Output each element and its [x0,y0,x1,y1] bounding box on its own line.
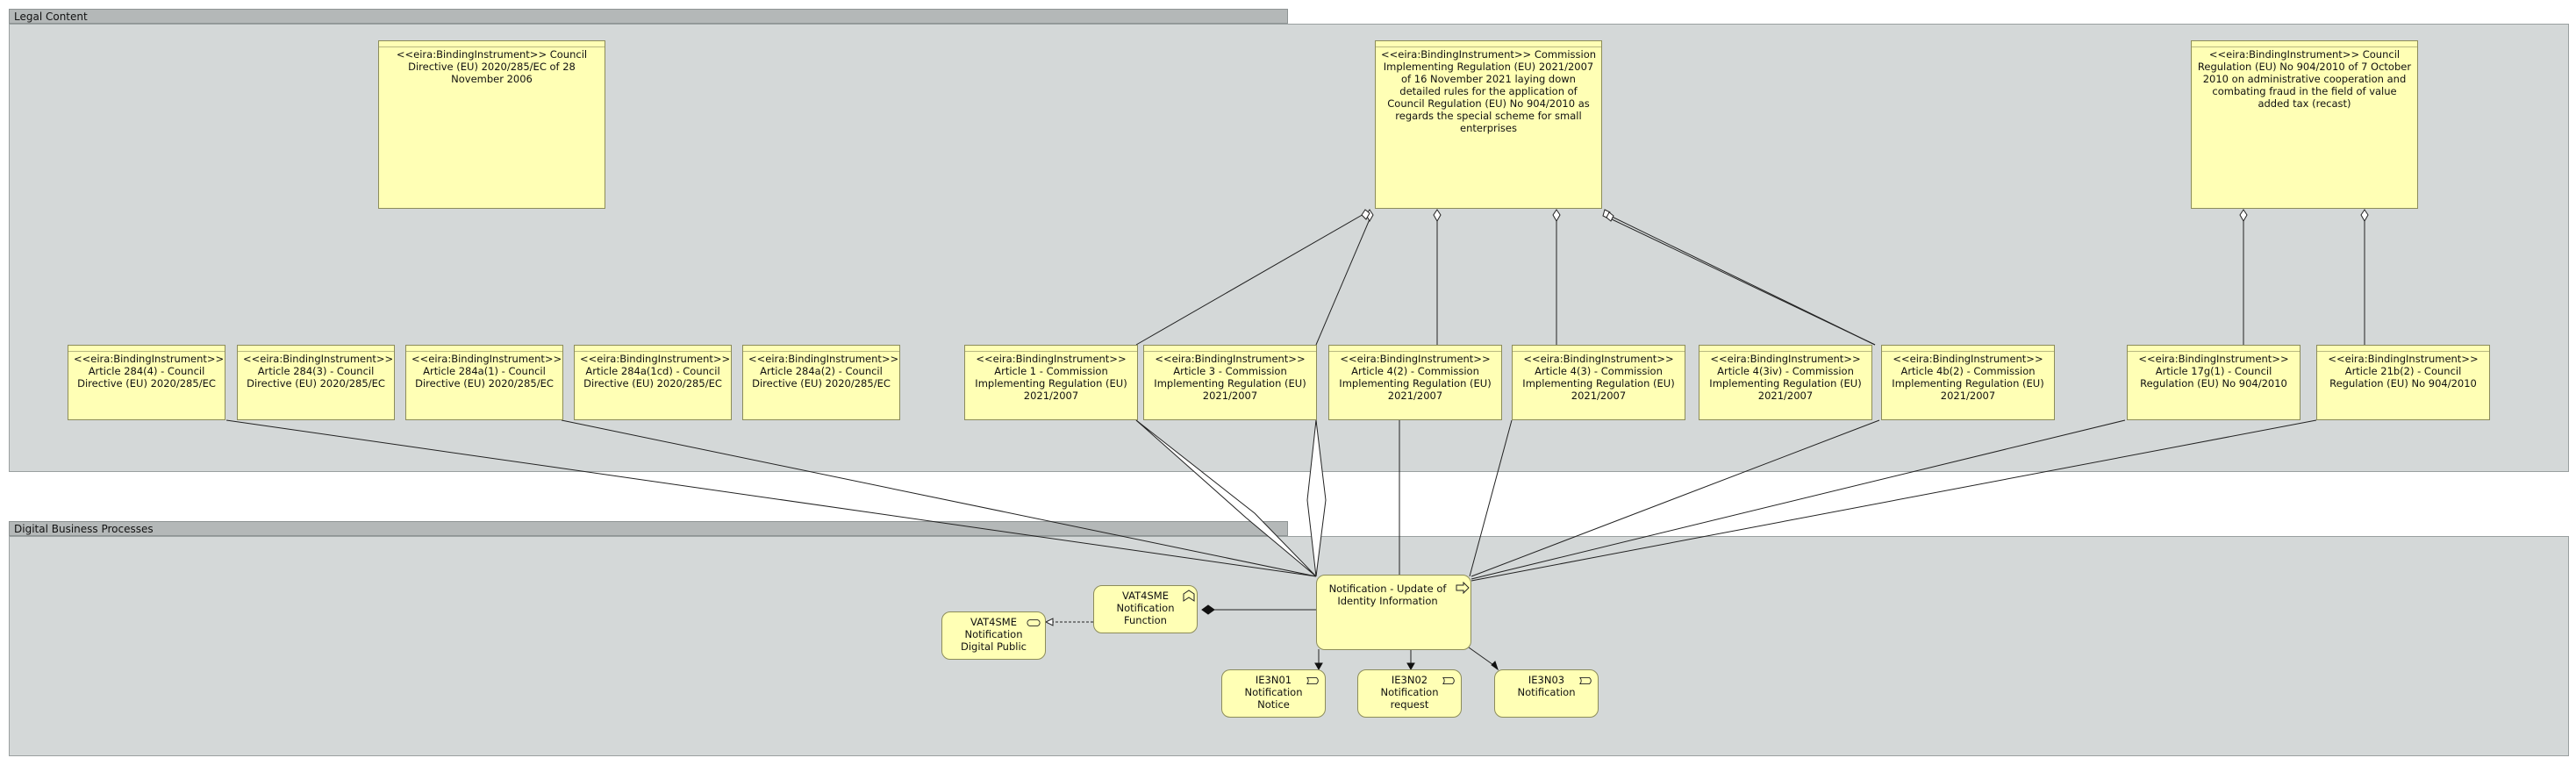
process-to-ie3n03-line [1468,647,1497,668]
art4b2-to-process-line [1470,419,1880,577]
function-line1: VAT4SME [1122,590,1169,602]
event-node-ie3n01[interactable]: IE3N01 Notification Notice [1221,669,1326,718]
article-node[interactable]: <<eira:BindingInstrument>> Article 284(4… [68,345,225,420]
event-icon [1442,677,1455,684]
diamond-cr-1 [2239,209,2248,223]
event-line1: IE3N02 [1391,674,1428,686]
article-text: <<eira:BindingInstrument>> Article 284(4… [74,353,225,390]
article-node[interactable]: <<eira:BindingInstrument>> Article 284(3… [237,345,395,420]
article-node[interactable]: <<eira:BindingInstrument>> Article 4(2) … [1328,345,1502,420]
council-directive-node[interactable]: <<eira:BindingInstrument>> Council Direc… [378,40,605,209]
event-line1: IE3N01 [1255,674,1292,686]
article-text: <<eira:BindingInstrument>> Article 4(3) … [1522,353,1675,402]
agg-art1-line [1135,212,1366,346]
article-text: <<eira:BindingInstrument>> Article 284a(… [580,353,731,390]
diamond-cir-2 [1361,209,1370,220]
digital-business-processes-label: Digital Business Processes [14,523,154,535]
digital-business-processes-tab[interactable]: Digital Business Processes [9,521,1288,536]
arrowhead-ie3n02 [1406,662,1415,671]
article-text: <<eira:BindingInstrument>> Article 3 - C… [1154,353,1306,402]
diamond-art1-process [1135,419,1317,577]
article-node[interactable]: <<eira:BindingInstrument>> Article 1 - C… [964,345,1138,420]
arrowhead-ie3n03 [1491,661,1499,671]
function-line3: Function [1124,614,1167,626]
diamond-cr-2 [2360,209,2369,223]
diamond-cir-6 [1606,211,1614,222]
article-node[interactable]: <<eira:BindingInstrument>> Article 4(3) … [1512,345,1685,420]
article-node[interactable]: <<eira:BindingInstrument>> Article 17g(1… [2127,345,2301,420]
article-text: <<eira:BindingInstrument>> Article 1 - C… [975,353,1127,402]
art17g-to-process-line [1470,419,2126,580]
article-text: <<eira:BindingInstrument>> Article 284(3… [243,353,394,390]
council-reg-text: <<eira:BindingInstrument>> Council Regul… [2197,48,2412,110]
event-node-ie3n03[interactable]: IE3N03 Notification [1494,669,1599,718]
art43-to-process-line [1469,419,1513,577]
function-line2: Notification [1116,602,1175,614]
diamond-cir-4 [1552,209,1561,223]
article-text: <<eira:BindingInstrument>> Article 284a(… [748,353,899,390]
process-arrow-icon [1456,582,1470,594]
service-node[interactable]: VAT4SME Notification Digital Public [941,611,1046,660]
diamond-cir-3 [1433,209,1442,223]
function-chevron-icon [1183,590,1195,602]
process-name: Notification - Update of Identity Inform… [1328,583,1447,607]
article-node[interactable]: <<eira:BindingInstrument>> Article 284a(… [742,345,900,420]
service-line3: Digital Public [961,640,1027,653]
commission-impl-reg-node[interactable]: <<eira:BindingInstrument>> Commission Im… [1375,40,1602,209]
article-text: <<eira:BindingInstrument>> Article 4(2) … [1339,353,1492,402]
realization-arrowhead [1044,618,1054,626]
article-node[interactable]: <<eira:BindingInstrument>> Article 4(3iv… [1699,345,1872,420]
article-text: <<eira:BindingInstrument>> Article 17g(1… [2138,353,2289,390]
art284a1-to-process-line [561,419,1317,577]
event-line2: Notification [1517,686,1576,698]
arrowhead-ie3n01 [1314,662,1323,671]
article-node[interactable]: <<eira:BindingInstrument>> Article 21b(2… [2316,345,2490,420]
function-node[interactable]: VAT4SME Notification Function [1093,585,1198,633]
council-reg-node[interactable]: <<eira:BindingInstrument>> Council Regul… [2191,40,2418,209]
art2844-to-process-line [225,419,1317,577]
article-text: <<eira:BindingInstrument>> Article 21b(2… [2328,353,2479,390]
service-line1: VAT4SME [970,616,1017,628]
composition-diamond-function [1201,604,1215,615]
event-line2: Notification [1380,686,1439,698]
article-text: <<eira:BindingInstrument>> Article 284a(… [411,353,562,390]
article-node[interactable]: <<eira:BindingInstrument>> Article 4b(2)… [1881,345,2055,420]
event-line1: IE3N03 [1528,674,1565,686]
event-line3: request [1390,698,1429,711]
event-icon [1306,677,1319,684]
legal-content-label: Legal Content [14,11,88,23]
article-node[interactable]: <<eira:BindingInstrument>> Article 284a(… [574,345,732,420]
notification-process-node[interactable]: Notification - Update of Identity Inform… [1316,575,1471,650]
art21b-to-process-line [1470,419,2317,582]
service-line2: Notification [964,628,1023,640]
article-node[interactable]: <<eira:BindingInstrument>> Article 3 - C… [1143,345,1317,420]
event-icon [1579,677,1592,684]
agg-art43iv-line [1604,212,1876,346]
legal-content-tab[interactable]: Legal Content [9,9,1288,24]
event-node-ie3n02[interactable]: IE3N02 Notification request [1357,669,1462,718]
event-line2: Notification [1244,686,1303,698]
agg-art3-line [1315,218,1370,346]
diamond-art3b-process [1306,419,1327,577]
event-line3: Notice [1257,698,1290,711]
council-directive-text: <<eira:BindingInstrument>> Council Direc… [396,48,588,85]
service-pill-icon [1027,619,1041,626]
article-text: <<eira:BindingInstrument>> Article 4b(2)… [1892,353,2044,402]
commission-impl-reg-text: <<eira:BindingInstrument>> Commission Im… [1381,48,1597,134]
article-text: <<eira:BindingInstrument>> Article 4(3iv… [1709,353,1862,402]
article-node[interactable]: <<eira:BindingInstrument>> Article 284a(… [405,345,563,420]
